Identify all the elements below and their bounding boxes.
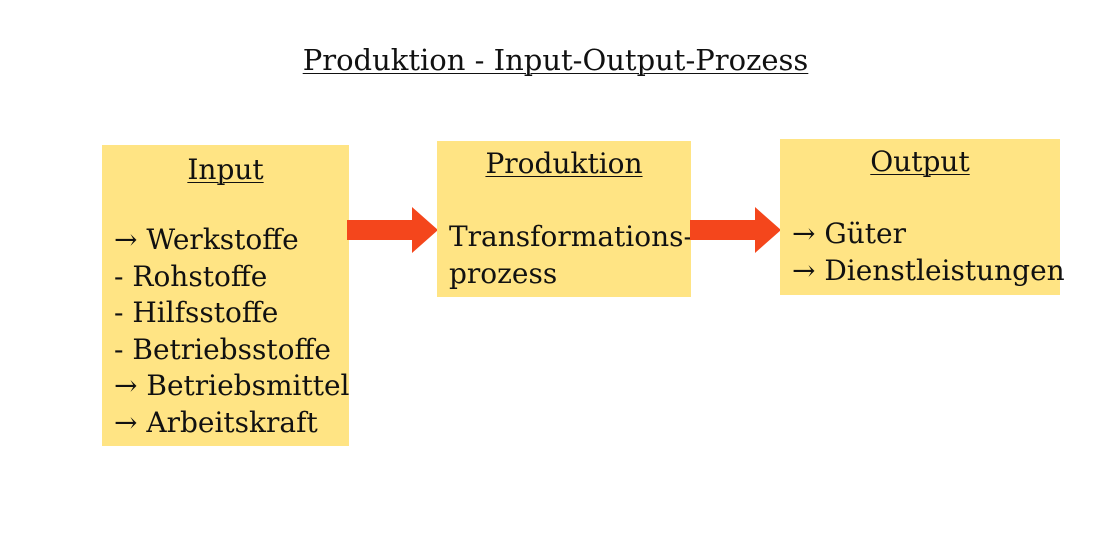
output-heading: Output bbox=[870, 145, 970, 178]
input-item-rohstoffe: - Rohstoffe bbox=[114, 259, 268, 293]
production-box: Produktion Transformations- prozess bbox=[437, 141, 693, 297]
input-item-hilfsstoffe: - Hilfsstoffe bbox=[114, 296, 279, 329]
input-item-arbeitskraft: → Arbeitskraft bbox=[114, 405, 318, 439]
output-item-dienstleistungen: → Dienstleistungen bbox=[792, 253, 1065, 287]
output-list: → Güter → Dienstleistungen bbox=[792, 216, 1065, 289]
input-heading: Input bbox=[187, 153, 264, 186]
input-box: Input → Werkstoffe - Rohstoffe - Hilfsst… bbox=[102, 145, 350, 446]
arrow-shape bbox=[690, 207, 781, 253]
input-item-betriebsmittel: → Betriebsmittel bbox=[114, 369, 350, 402]
production-line-2: prozess bbox=[449, 256, 558, 290]
diagram-title: Produktion - Input-Output-Prozess bbox=[302, 43, 809, 77]
input-item-werkstoffe: → Werkstoffe bbox=[114, 223, 299, 256]
production-heading: Produktion bbox=[485, 147, 643, 180]
production-line-1: Transformations- bbox=[449, 220, 693, 253]
right-arrow-icon bbox=[347, 207, 438, 253]
output-box: Output → Güter → Dienstleistungen bbox=[780, 139, 1065, 295]
arrow-shape bbox=[347, 207, 438, 253]
production-text: Transformations- prozess bbox=[449, 219, 693, 292]
output-item-gueter: → Güter bbox=[792, 217, 906, 250]
right-arrow-icon bbox=[690, 207, 781, 253]
input-list: → Werkstoffe - Rohstoffe - Hilfsstoffe -… bbox=[114, 222, 350, 441]
input-item-betriebsstoffe: - Betriebsstoffe bbox=[114, 332, 331, 366]
